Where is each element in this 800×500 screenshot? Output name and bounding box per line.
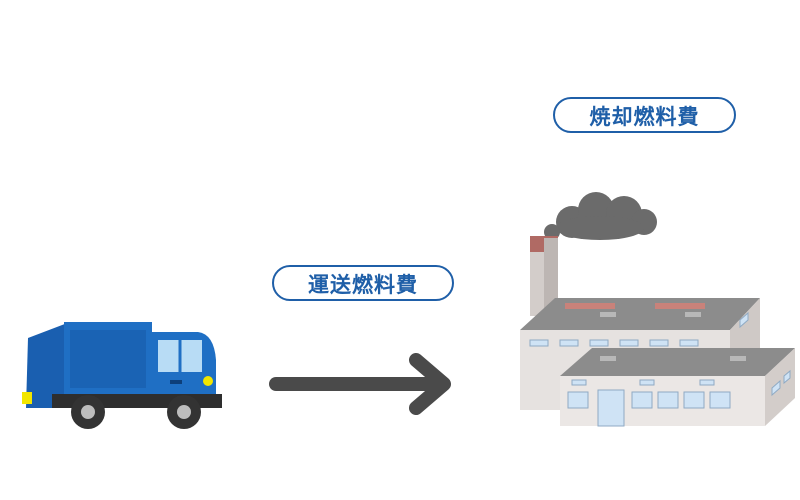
incineration-plant-icon: [520, 192, 795, 427]
garbage-truck-icon: [22, 322, 222, 429]
transport-fuel-cost-label: 運送燃料費: [272, 265, 454, 301]
incineration-fuel-cost-label: 焼却燃料費: [553, 97, 736, 133]
arrow-right-icon: [269, 353, 451, 415]
